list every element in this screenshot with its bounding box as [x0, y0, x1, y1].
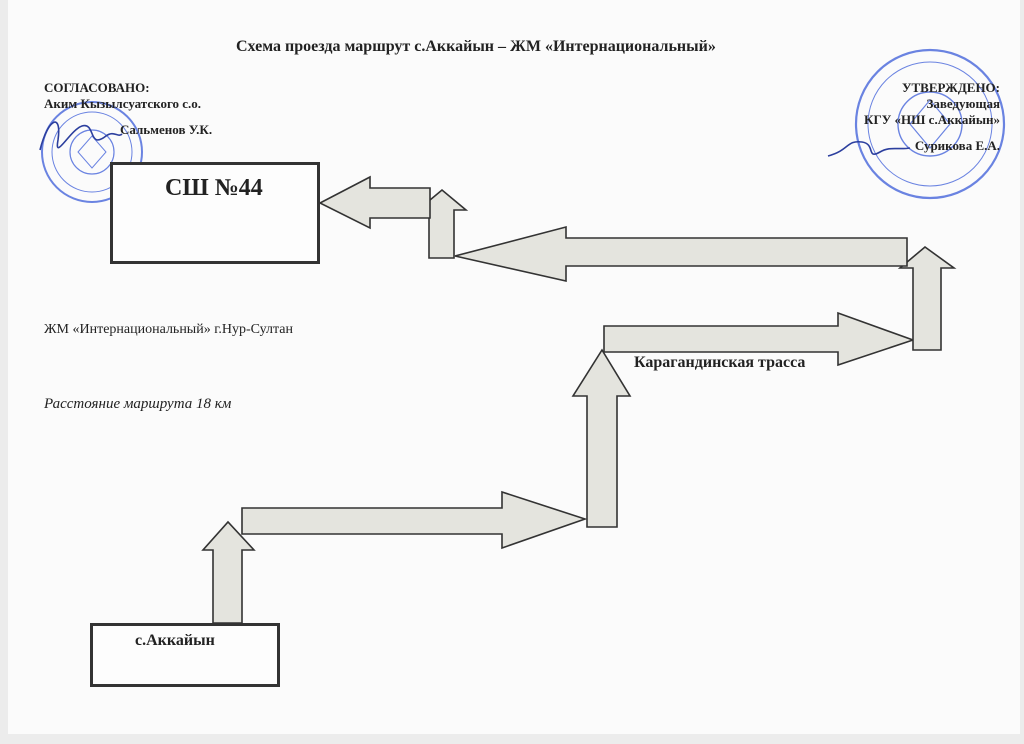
route-arrow-up-from-village — [201, 520, 256, 624]
page-title: Схема проезда маршрут с.Аккайын – ЖМ «Ин… — [236, 38, 716, 55]
route-arrow-left-long — [454, 225, 908, 283]
route-arrow-right-highway — [603, 311, 916, 367]
document-sheet — [8, 0, 1020, 734]
destination-label: СШ №44 — [165, 175, 263, 201]
highway-label: Карагандинская трасса — [634, 354, 806, 371]
approved-organization: КГУ «НШ с.Аккайын» — [864, 112, 1000, 127]
agreed-position: Аким Кызылсуатского с.о. — [44, 96, 202, 111]
route-arrow-right-1 — [241, 490, 588, 550]
agreed-name: Сальменов У.К. — [120, 122, 213, 137]
origin-box: с.Аккайын — [90, 623, 280, 687]
approved-name: Сурикова Е.А. — [914, 138, 1000, 153]
agreed-block: СОГЛАСОВАНО: Аким Кызылсуатского с.о. Са… — [44, 80, 212, 138]
signature-icon — [827, 140, 911, 157]
route-arrow-up-2 — [571, 348, 632, 528]
route-arrow-left-to-school — [318, 175, 431, 230]
official-stamp-icon — [41, 101, 143, 203]
approved-position: Заведующая — [926, 96, 1001, 111]
approved-block: УТВЕРЖДЕНО: Заведующая КГУ «НШ с.Аккайын… — [864, 80, 1000, 154]
destination-box: СШ №44 — [110, 162, 320, 264]
route-arrow-up-3 — [897, 245, 957, 351]
signature-icon — [39, 121, 123, 151]
agreed-heading: СОГЛАСОВАНО: — [44, 80, 150, 95]
distance-label: Расстояние маршрута 18 км — [44, 396, 232, 412]
approved-heading: УТВЕРЖДЕНО: — [901, 80, 1000, 95]
district-label: ЖМ «Интернациональный» г.Нур-Султан — [44, 322, 293, 337]
official-stamp-icon — [854, 48, 1006, 200]
origin-label: с.Аккайын — [135, 632, 215, 649]
